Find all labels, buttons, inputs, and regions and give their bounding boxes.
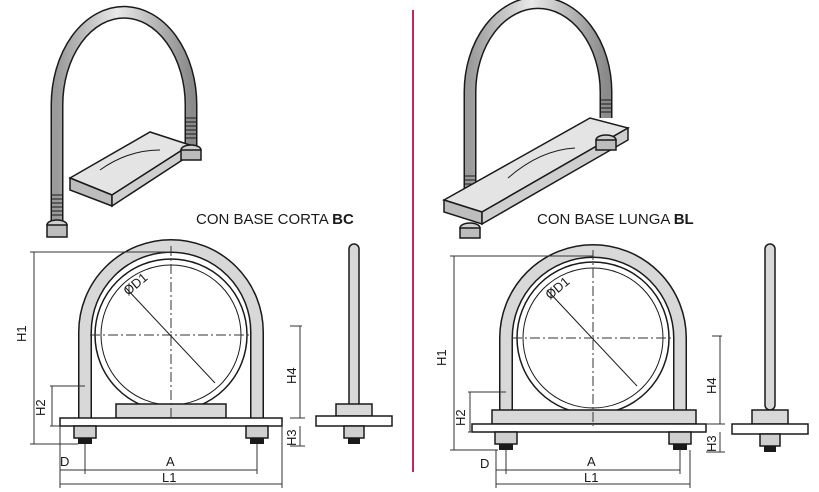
dim-h2-right: H2 — [453, 409, 468, 426]
dim-h2-left: H2 — [33, 399, 48, 416]
dim-h1-left: H1 — [14, 325, 29, 342]
u-bolt-3d-long-base — [442, 0, 630, 239]
front-view-long-base — [471, 244, 707, 450]
dimension-lines-right — [450, 255, 725, 488]
dim-l1-left: L1 — [162, 470, 176, 485]
dimension-lines-left — [30, 251, 305, 488]
dim-h3-right: H3 — [704, 435, 719, 452]
dim-h4-left: H4 — [284, 367, 299, 384]
front-view-short-base — [59, 239, 283, 444]
dim-d-right: D — [480, 456, 489, 471]
side-view-long-base — [731, 243, 809, 452]
dim-a-left: A — [166, 454, 175, 469]
side-view-short-base — [315, 243, 393, 444]
dim-h1-right: H1 — [434, 349, 449, 366]
dim-a-right: A — [587, 454, 596, 469]
dim-h3-left: H3 — [284, 429, 299, 446]
caption-long-base: CON BASE LUNGA BL — [537, 211, 694, 228]
dim-l1-right: L1 — [584, 470, 598, 485]
dim-d-left: D — [60, 454, 69, 469]
caption-short-base: CON BASE CORTA BC — [196, 211, 354, 228]
u-bolt-3d-short-base — [46, 5, 202, 238]
dim-h4-right: H4 — [704, 377, 719, 394]
